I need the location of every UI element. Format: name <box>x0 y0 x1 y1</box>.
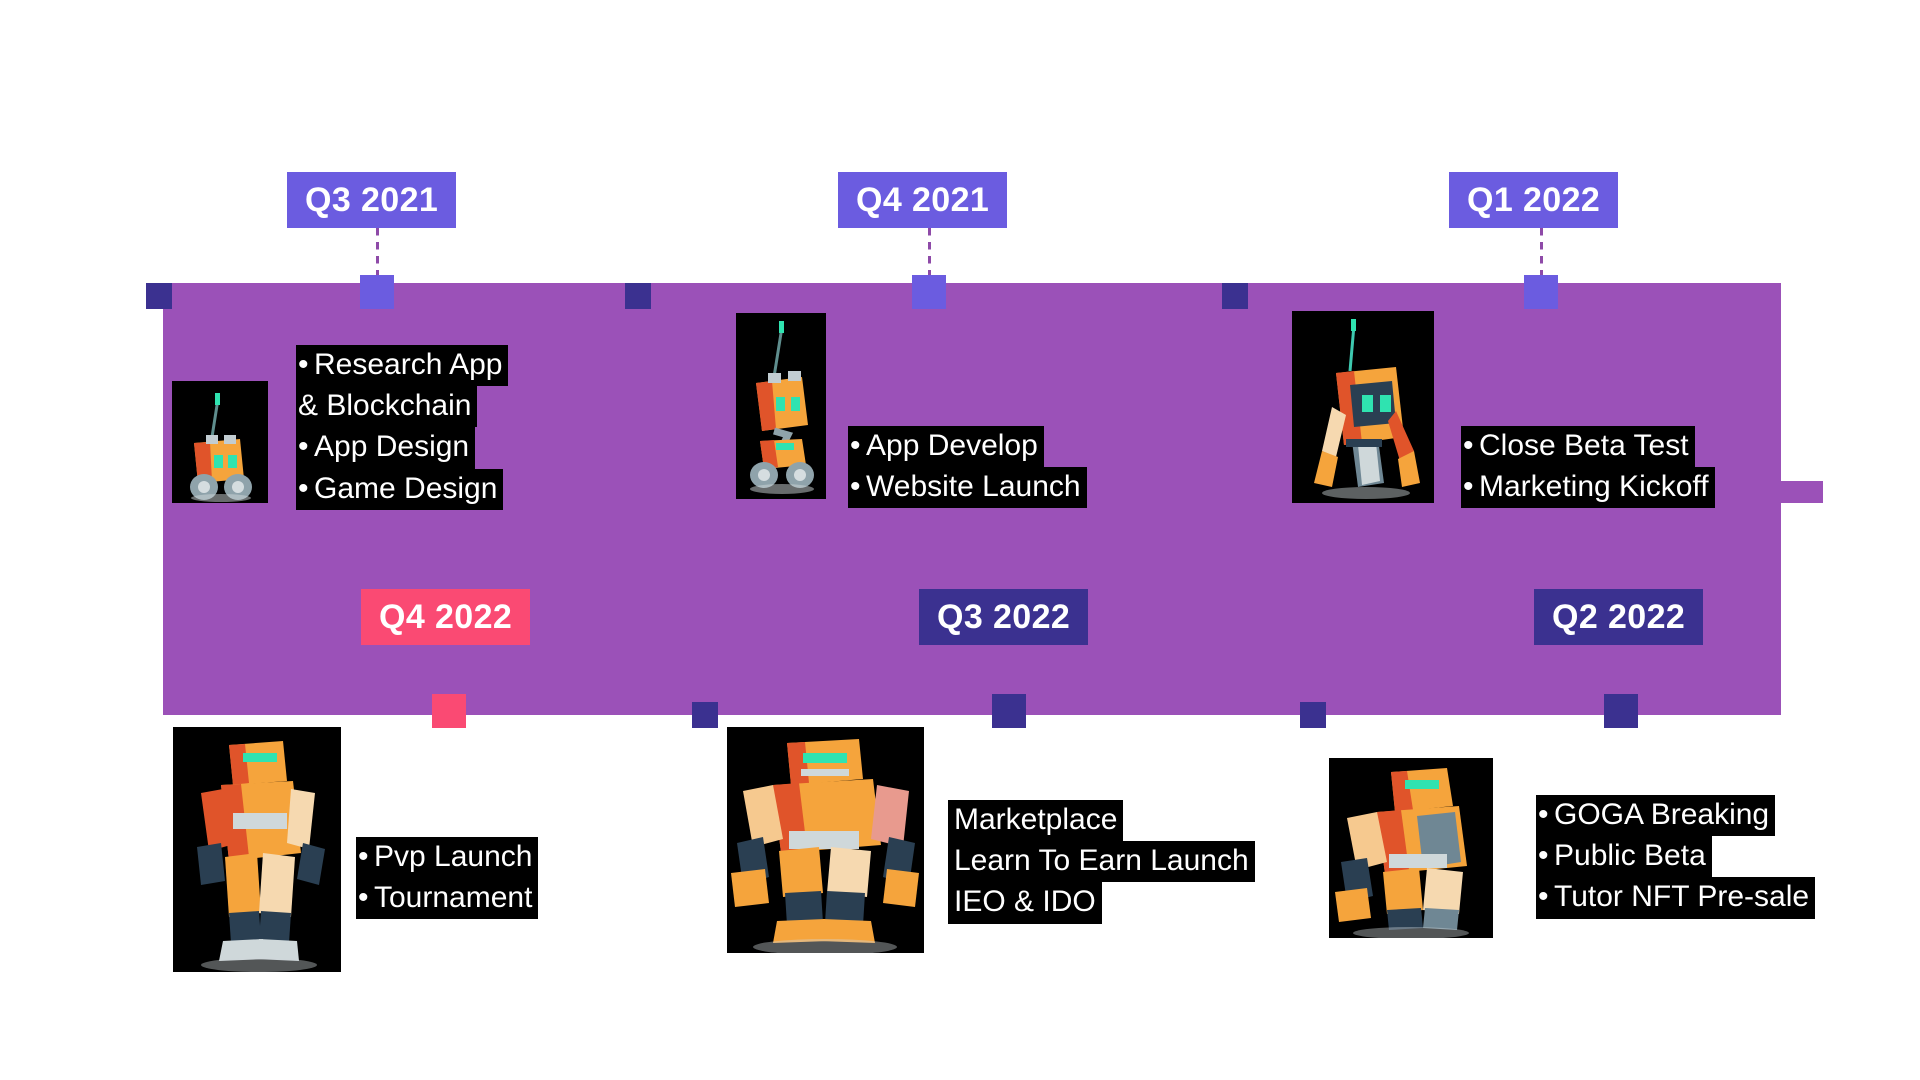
milestone-item: Marketplace <box>948 800 1124 842</box>
robot-q3-2021 <box>172 381 268 503</box>
milestone-node-q4-2022[interactable] <box>432 694 466 728</box>
milestone-item: •Website Launch <box>848 467 1087 509</box>
milestone-item-label: GOGA Breaking <box>1554 798 1770 831</box>
band-tick-top-2 <box>625 283 651 309</box>
milestone-items-q2-2022: •GOGA Breaking•Public Beta•Tutor NFT Pre… <box>1536 795 1816 919</box>
milestone-item: •Research App <box>296 345 509 387</box>
milestone-item-label: Game Design <box>314 471 498 505</box>
robot-q4-2022 <box>173 727 341 972</box>
bullet-icon: • <box>298 348 309 381</box>
connector-q1-2022 <box>1540 228 1543 284</box>
milestone-items-q4-2021: •App Develop•Website Launch <box>848 426 1087 509</box>
band-tick-top-3 <box>1222 283 1248 309</box>
bullet-icon: • <box>1463 470 1474 504</box>
milestone-item-label: Research App <box>314 348 503 381</box>
bullet-icon: • <box>298 430 309 464</box>
milestone-items-q1-2022: •Close Beta Test•Marketing Kickoff <box>1461 426 1715 509</box>
milestone-item: •Pvp Launch <box>356 837 539 879</box>
milestone-label-q4-2022[interactable]: Q4 2022 <box>361 589 531 645</box>
milestone-node-q4-2021[interactable] <box>912 275 946 309</box>
milestone-item: •App Develop <box>848 426 1044 468</box>
band-tick-bottom-1 <box>692 702 718 728</box>
bullet-icon: • <box>1538 880 1549 914</box>
bullet-icon: • <box>1538 798 1549 831</box>
milestone-item-label: App Design <box>314 430 470 464</box>
bullet-icon: • <box>850 470 861 504</box>
milestone-item: Learn To Earn Launch <box>948 841 1255 883</box>
milestone-item: •GOGA Breaking <box>1536 795 1776 837</box>
milestone-item-label: Website Launch <box>866 470 1081 504</box>
milestone-item-label: IEO & IDO <box>954 885 1096 919</box>
milestone-item-label: Tutor NFT Pre-sale <box>1554 880 1810 914</box>
milestone-item: •Tournament <box>356 878 539 920</box>
bullet-icon: • <box>1538 839 1549 873</box>
milestone-item: •Marketing Kickoff <box>1461 467 1715 509</box>
milestone-item: IEO & IDO <box>948 882 1102 924</box>
milestone-node-q1-2022[interactable] <box>1524 275 1558 309</box>
milestone-item-label: Tournament <box>374 881 533 915</box>
band-tick-top-1 <box>146 283 172 309</box>
bullet-icon: • <box>1463 429 1474 462</box>
milestone-item: •Game Design <box>296 468 504 510</box>
connector-q4-2021 <box>928 228 931 284</box>
milestone-items-q3-2021: •Research App& Blockchain•App Design•Gam… <box>296 345 509 510</box>
band-tick-bottom-2 <box>1300 702 1326 728</box>
milestone-item-label: Pvp Launch <box>374 840 533 873</box>
robot-q2-2022 <box>1329 758 1493 938</box>
milestone-node-q3-2022[interactable] <box>992 694 1026 728</box>
robot-q4-2021 <box>736 313 826 499</box>
bullet-icon: • <box>298 471 309 505</box>
milestone-label-q2-2022[interactable]: Q2 2022 <box>1534 589 1704 645</box>
bullet-icon: • <box>850 429 861 462</box>
bullet-icon: • <box>358 881 369 915</box>
milestone-item: •Close Beta Test <box>1461 426 1695 468</box>
milestone-label-q3-2021[interactable]: Q3 2021 <box>287 172 457 228</box>
milestone-item-label: Learn To Earn Launch <box>954 844 1249 878</box>
milestone-node-q2-2022[interactable] <box>1604 694 1638 728</box>
milestone-item-label: Public Beta <box>1554 839 1706 873</box>
bullet-icon: • <box>358 840 369 873</box>
robot-q1-2022 <box>1292 311 1434 503</box>
milestone-item-label: App Develop <box>866 429 1038 462</box>
band-right-notch <box>1781 481 1823 503</box>
milestone-item-label: & Blockchain <box>298 389 472 423</box>
connector-q3-2021 <box>376 228 379 284</box>
milestone-label-q4-2021[interactable]: Q4 2021 <box>838 172 1008 228</box>
robot-q3-2022 <box>727 727 924 953</box>
milestone-item: & Blockchain <box>296 386 478 428</box>
milestone-item: •Tutor NFT Pre-sale <box>1536 877 1816 919</box>
milestone-item-label: Close Beta Test <box>1479 429 1689 462</box>
milestone-item-label: Marketing Kickoff <box>1479 470 1709 504</box>
milestone-label-q3-2022[interactable]: Q3 2022 <box>919 589 1089 645</box>
milestone-item: •App Design <box>296 427 476 469</box>
milestone-item: •Public Beta <box>1536 836 1712 878</box>
milestone-label-q1-2022[interactable]: Q1 2022 <box>1449 172 1619 228</box>
milestone-items-q4-2022: •Pvp Launch•Tournament <box>356 837 539 920</box>
milestone-item-label: Marketplace <box>954 803 1118 836</box>
milestone-node-q3-2021[interactable] <box>360 275 394 309</box>
